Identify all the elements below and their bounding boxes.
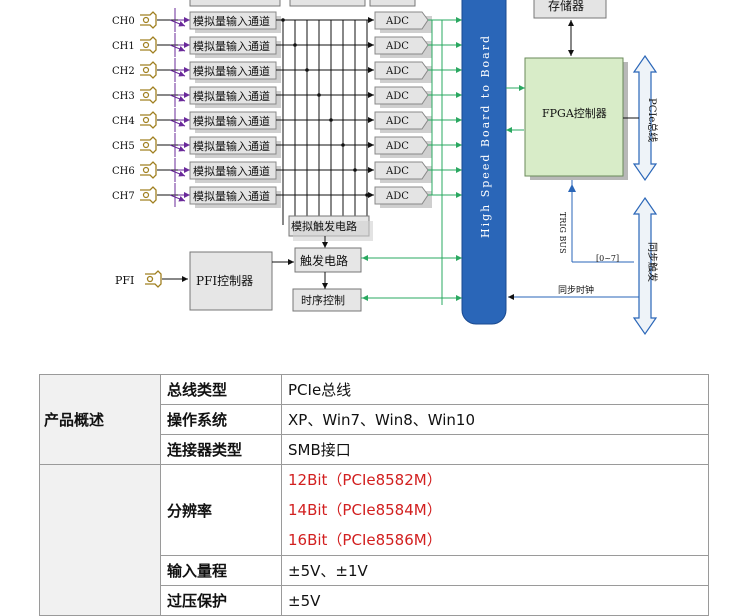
timing-control-label: 时序控制 [301, 293, 345, 307]
overvoltage-key: 过压保护 [160, 585, 282, 616]
smb-connector-icon [140, 136, 157, 154]
analog-channel-label: 模拟量输入通道 [193, 164, 270, 178]
spec-table: 产品概述 总线类型 PCIe总线 操作系统 XP、Win7、Win8、Win10… [39, 374, 709, 616]
analog-channel-label: 模拟量输入通道 [193, 189, 270, 203]
adc-label: ADC [385, 116, 409, 127]
fpga-label: FPGA控制器 [542, 106, 607, 120]
table-row: 操作系统 XP、Win7、Win8、Win10 [40, 404, 709, 435]
input-range-value: ±5V、±1V [281, 555, 709, 586]
table-row: 输入量程 ±5V、±1V [40, 555, 709, 586]
channel-row: CH7 模拟量输入通道 ADC [112, 183, 462, 208]
channel-label: CH3 [112, 91, 135, 102]
pcie-bus-arrow [632, 54, 658, 182]
spec-group-cell [39, 464, 161, 616]
channel-label: CH1 [112, 41, 135, 52]
os-key: 操作系统 [160, 404, 282, 435]
adc-label: ADC [385, 16, 409, 27]
adc-label: ADC [385, 141, 409, 152]
adc-label: ADC [385, 191, 409, 202]
channel-label: CH7 [112, 191, 135, 202]
channel-row: CH4 模拟量输入通道 ADC [112, 108, 462, 133]
smb-connector-icon [140, 111, 157, 129]
overvoltage-value: ±5V [281, 585, 709, 616]
high-speed-bus [461, 0, 507, 325]
sync-trigger-label: 同步触发 [646, 242, 659, 282]
table-row: 产品概述 总线类型 PCIe总线 [39, 374, 709, 465]
pfi-controller-label: PFI控制器 [196, 274, 253, 288]
bus-label: High Speed Board to Board [479, 34, 492, 238]
smb-connector-icon [140, 161, 157, 179]
channel-row: CH6 模拟量输入通道 ADC [112, 158, 462, 183]
input-range-key: 输入量程 [160, 555, 282, 586]
resolution-12bit: 12Bit（PCIe8582M） [288, 471, 442, 489]
trigger-circuit-label: 触发电路 [300, 253, 348, 268]
smb-connector-icon [140, 86, 157, 104]
channel-row: CH1 模拟量输入通道 ADC [112, 33, 462, 58]
smb-connector-icon [140, 36, 157, 54]
trig-bus-label: TRIG BUS [558, 212, 567, 254]
connector-value: SMB接口 [281, 434, 709, 465]
channel-label: CH5 [112, 141, 135, 152]
smb-connector-icon [140, 61, 157, 79]
analog-channel-label: 模拟量输入通道 [193, 39, 270, 53]
channel-label: CH4 [112, 116, 135, 127]
pfi-label: PFI [115, 274, 134, 287]
channel-label: CH6 [112, 166, 135, 177]
analog-channel-label: 模拟量输入通道 [193, 114, 270, 128]
pfi-connector-icon [145, 270, 162, 288]
table-row: 连接器类型 SMB接口 [40, 434, 709, 465]
analog-trigger-label: 模拟触发电路 [291, 219, 357, 233]
resolution-14bit: 14Bit（PCIe8584M） [288, 501, 442, 519]
sync-clock-label: 同步时钟 [558, 284, 594, 296]
connector-key: 连接器类型 [160, 434, 282, 465]
channel-label: CH2 [112, 66, 135, 77]
memory-label: 存储器 [548, 0, 584, 13]
analog-channel-label: 模拟量输入通道 [193, 89, 270, 103]
smb-connector-icon [140, 186, 157, 204]
sync-trigger-arrow [632, 196, 658, 336]
os-value: XP、Win7、Win8、Win10 [281, 404, 709, 435]
smb-connector-icon [140, 11, 157, 29]
table-row: 分辨率 12Bit（PCIe8582M） 14Bit（PCIe8584M） 16… [39, 464, 709, 616]
channel-row: CH3 模拟量输入通道 ADC [112, 83, 462, 108]
adc-label: ADC [385, 41, 409, 52]
adc-label: ADC [385, 66, 409, 77]
channel-row: CH2 模拟量输入通道 ADC [112, 58, 462, 83]
analog-channel-label: 模拟量输入通道 [193, 139, 270, 153]
resolution-values: 12Bit（PCIe8582M） 14Bit（PCIe8584M） 16Bit（… [281, 464, 709, 556]
channel-row: CH0 模拟量输入通道 ADC [112, 8, 462, 33]
adc-label: ADC [385, 91, 409, 102]
bus-type-value: PCIe总线 [281, 374, 709, 405]
channel-label: CH0 [112, 16, 135, 27]
pcie-bus-label: PCIe总线 [646, 98, 659, 142]
adc-label: ADC [385, 166, 409, 177]
range-label: [0~7] [596, 254, 619, 263]
analog-channel-label: 模拟量输入通道 [193, 64, 270, 78]
channel-row: CH5 模拟量输入通道 ADC [112, 133, 462, 158]
overview-group-cell: 产品概述 [39, 374, 161, 465]
bus-type-key: 总线类型 [160, 374, 282, 405]
resolution-16bit: 16Bit（PCIe8586M） [288, 531, 442, 549]
resolution-key: 分辨率 [160, 464, 282, 556]
analog-channel-label: 模拟量输入通道 [193, 14, 270, 28]
